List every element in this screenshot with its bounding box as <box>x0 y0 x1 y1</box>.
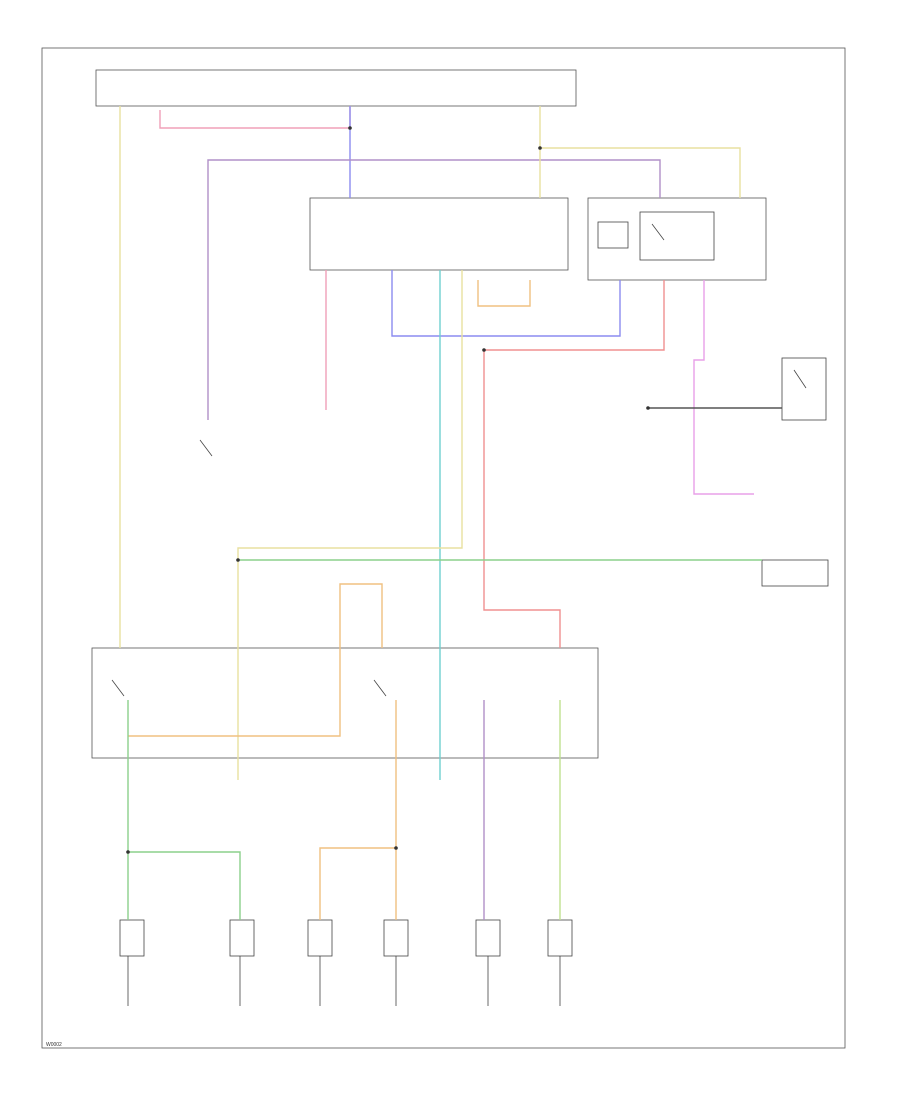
wire-orange-short <box>477 280 531 307</box>
lower-module <box>91 647 599 759</box>
switch-contact-1 <box>111 679 125 697</box>
wire-yellow-right-2 <box>540 147 741 198</box>
right-module-inner-a <box>597 221 629 249</box>
wire-blue-loop <box>391 270 621 337</box>
wire-red-down <box>483 350 561 648</box>
wire-red-loop <box>484 280 665 351</box>
wire-magenta <box>693 280 754 495</box>
splice-dot-1 <box>348 126 352 130</box>
relay-module-left <box>309 197 569 271</box>
switch-contact-2 <box>373 679 387 697</box>
fuse-box-top <box>95 69 577 107</box>
connector-box-right <box>761 559 829 587</box>
wire-orange-branch <box>319 847 396 920</box>
lamp-box-4 <box>383 919 409 957</box>
lamp-box-6 <box>547 919 573 957</box>
wire-yellow-mid <box>237 270 463 780</box>
splice-dot-6 <box>126 850 130 854</box>
wire-violet-long <box>207 159 661 420</box>
splice-dot-3 <box>236 558 240 562</box>
splice-dot-2 <box>538 146 542 150</box>
splice-dot-4 <box>482 348 486 352</box>
page-code: W0002 <box>46 1042 62 1048</box>
wire-pink-top <box>159 106 351 129</box>
lamp-box-5 <box>475 919 501 957</box>
switch-contact-5 <box>793 369 807 389</box>
relay-module-right <box>587 197 767 281</box>
right-module-inner-b <box>639 211 715 261</box>
switch-contact-3 <box>199 439 213 457</box>
diagram-frame <box>41 47 846 1049</box>
lamp-box-1 <box>119 919 145 957</box>
sensor-box-right <box>781 357 827 421</box>
splice-dot-7 <box>646 406 650 410</box>
switch-contact-4 <box>651 223 665 241</box>
splice-dot-5 <box>394 846 398 850</box>
lamp-box-2 <box>229 919 255 957</box>
wire-orange-long <box>128 583 383 737</box>
wire-green-branch <box>128 851 241 920</box>
lamp-box-3 <box>307 919 333 957</box>
